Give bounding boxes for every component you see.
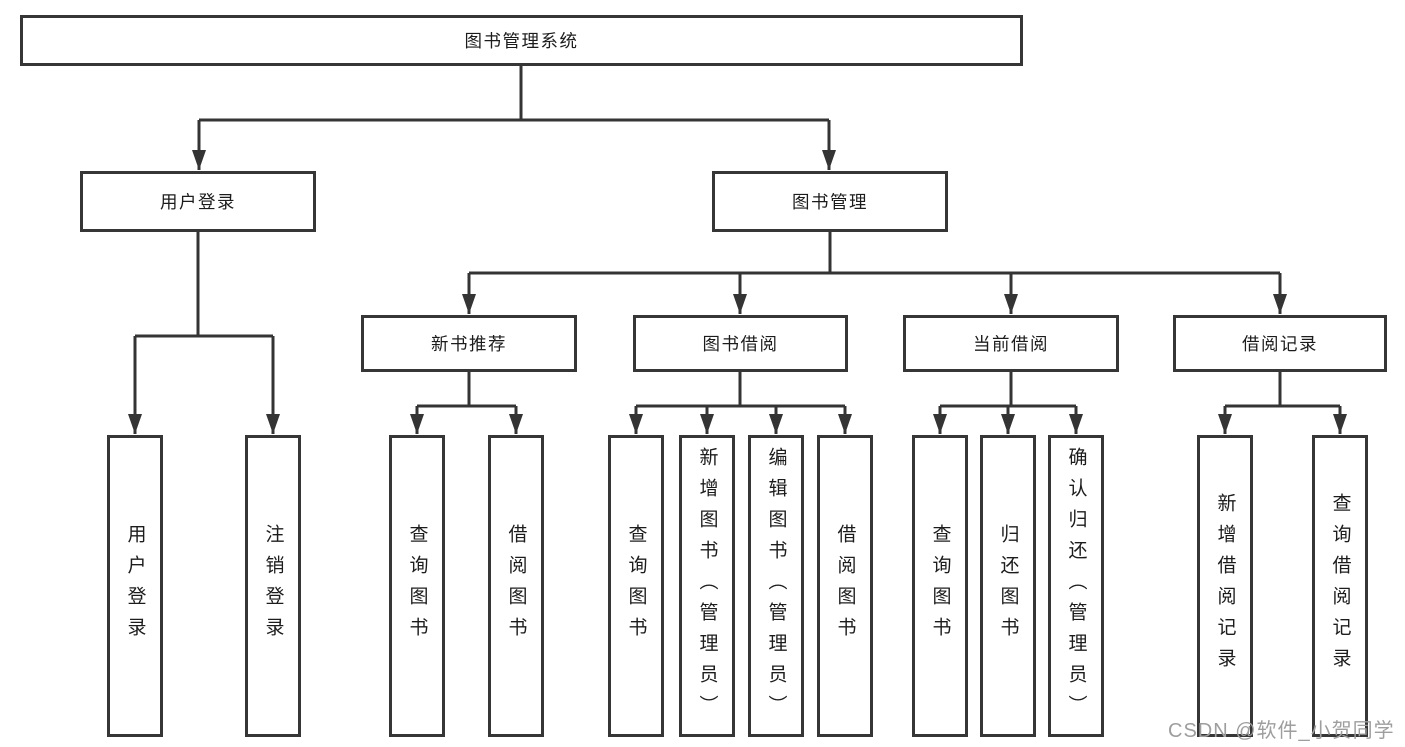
leaf-query-books-recommend: 查询图书 (389, 435, 445, 737)
leaf-logout: 注销登录 (245, 435, 301, 737)
node-book-management: 图书管理 (712, 171, 948, 232)
leaf-edit-books-admin: 编辑图书（管理员） (748, 435, 804, 737)
leaf-user-login: 用户登录 (107, 435, 163, 737)
node-borrowing-records: 借阅记录 (1173, 315, 1387, 372)
node-current-borrowing: 当前借阅 (903, 315, 1119, 372)
leaf-query-books-current: 查询图书 (912, 435, 968, 737)
leaf-add-borrow-record: 新增借阅记录 (1197, 435, 1253, 737)
leaf-confirm-return-admin: 确认归还（管理员） (1048, 435, 1104, 737)
leaf-borrow-books-recommend: 借阅图书 (488, 435, 544, 737)
leaf-query-borrow-record: 查询借阅记录 (1312, 435, 1368, 737)
leaf-query-books-borrow: 查询图书 (608, 435, 664, 737)
leaf-return-books: 归还图书 (980, 435, 1036, 737)
leaf-add-books-admin: 新增图书（管理员） (679, 435, 735, 737)
csdn-watermark: CSDN @软件_小贺同学 (1168, 720, 1395, 742)
node-library-management-system: 图书管理系统 (20, 15, 1023, 66)
node-user-login: 用户登录 (80, 171, 316, 232)
leaf-borrow-books: 借阅图书 (817, 435, 873, 737)
node-book-borrowing: 图书借阅 (633, 315, 848, 372)
node-new-book-recommendation: 新书推荐 (361, 315, 577, 372)
